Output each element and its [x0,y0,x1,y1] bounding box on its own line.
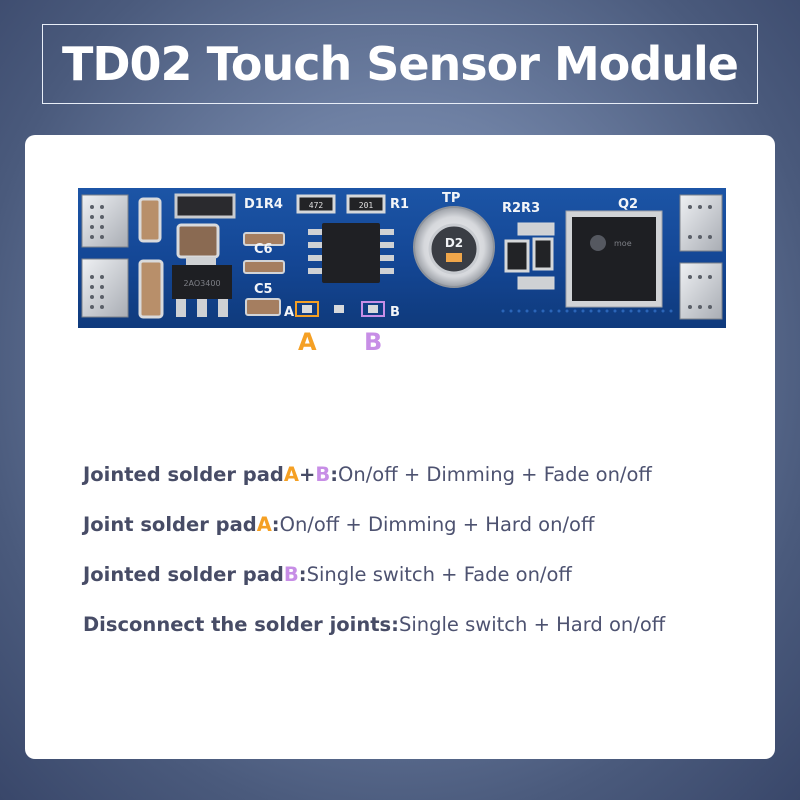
plus-sign: + [298,462,316,486]
option-description: Single switch + Hard on/off [398,612,666,636]
title-frame: TD02 Touch Sensor Module [42,24,758,104]
pad-a-callout: A [298,328,317,356]
option-colon: : [298,562,307,586]
pad-a-marker: A [256,512,272,536]
capacitor [138,197,162,243]
regulator-ic [172,265,232,299]
silk-c6: C6 [254,242,273,257]
silk-r2r3: R2R3 [502,201,540,216]
silk-c5: C5 [254,282,273,297]
solder-pad-a-outline [295,301,319,317]
r4-marking: 472 [309,201,324,210]
option-lead: Jointed solder pad [83,462,284,486]
pad-r2r3-bottom [517,276,555,290]
capacitor-c6 [243,232,285,246]
regulator-marking: 2AO3400 [183,279,220,288]
left-edge-pads [81,194,129,318]
option-colon: : [330,462,338,486]
solder-pad-b [368,305,378,313]
pad-a-marker: A [283,462,299,486]
pad-b-marker: B [315,462,331,486]
mosfet-q2: moe [565,210,663,308]
resistor-r4 [296,194,336,214]
solder-pads [295,301,385,317]
resistor-r2 [504,239,530,273]
option-description: Single switch + Fade on/off [306,562,572,586]
component-block [176,223,220,259]
pad-b-marker: B [283,562,299,586]
main-ic [308,223,394,283]
option-a-plus-b: Jointed solder pad A + B : On/off + Dimm… [83,449,763,499]
touch-pad-tp: D2 [413,206,495,288]
silk-r1: R1 [390,197,409,212]
option-lead: Jointed solder pad [83,562,284,586]
pcb-board-illustration: 2AO3400 472 201 [78,188,726,328]
resistor-r3 [532,237,554,271]
solder-pad-common [334,305,344,313]
option-a: Joint solder pad A : On/off + Dimming + … [83,499,763,549]
option-disconnected: Disconnect the solder joints : Single sw… [83,599,763,649]
solder-pad-a [302,305,312,313]
option-b: Jointed solder pad B : Single switch + F… [83,549,763,599]
option-lead: Joint solder pad [83,512,257,536]
silk-d1r4: D1R4 [244,197,283,212]
option-colon: : [391,612,399,636]
resistor-r1 [346,194,386,214]
via-row [501,309,673,313]
pad-b-callout: B [364,328,383,356]
silk-tp: TP [442,191,460,206]
capacitor [138,259,164,319]
right-edge-pads [679,194,723,320]
silk-q2: Q2 [618,197,638,212]
silk-b: B [390,305,400,320]
option-description: On/off + Dimming + Fade on/off [338,462,652,486]
capacitor-c5 [245,298,281,316]
content-card: 2AO3400 472 201 [25,135,775,759]
option-description: On/off + Dimming + Hard on/off [279,512,595,536]
r1-marking: 201 [359,201,374,210]
mosfet-brand: moe [614,239,632,248]
option-lead: Disconnect the solder joints [83,612,392,636]
diode-d1 [174,193,236,219]
d2-label: D2 [445,236,463,250]
solder-pad-b-outline [361,301,385,317]
option-colon: : [271,512,280,536]
capacitor-c6b [243,260,285,274]
pcb-photo: 2AO3400 472 201 [78,187,726,337]
pad-r2r3 [517,222,555,236]
silk-a: A [284,305,294,320]
options-list: Jointed solder pad A + B : On/off + Dimm… [83,449,763,649]
page-title: TD02 Touch Sensor Module [61,37,739,91]
